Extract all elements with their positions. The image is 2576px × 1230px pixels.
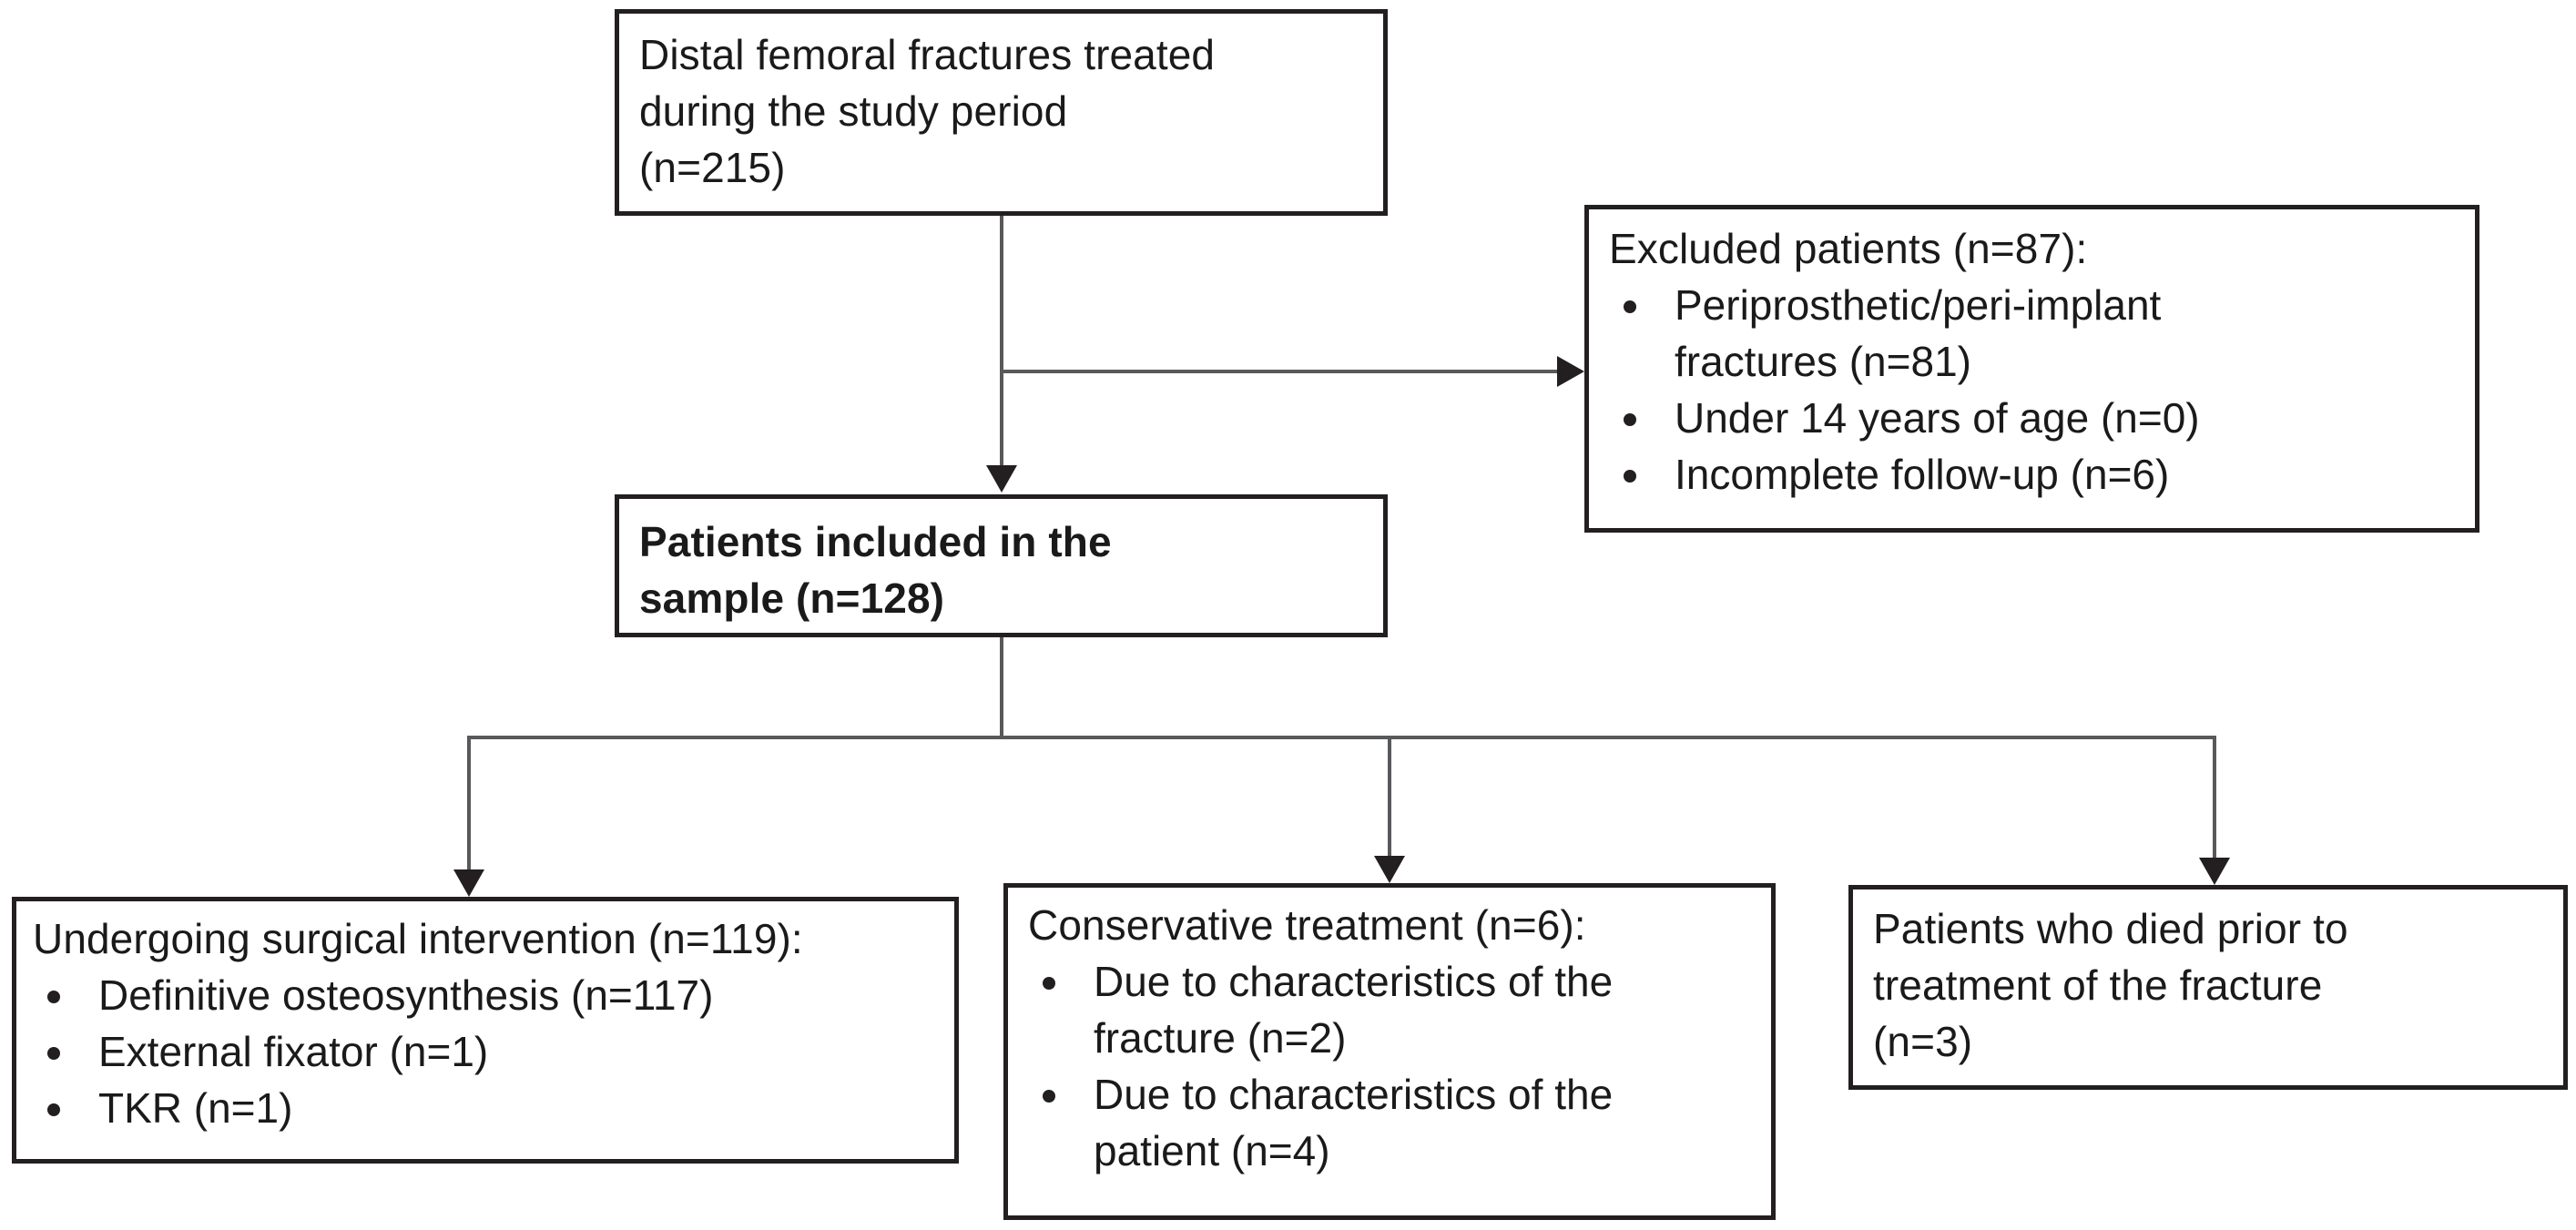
- conservative-bullet-2: Due to characteristics of the patient (n…: [1094, 1071, 1614, 1174]
- surgical-bullet-3: TKR (n=1): [98, 1084, 293, 1132]
- screened-line-3: (n=215): [639, 144, 786, 191]
- connector-bus-to-died: [2213, 736, 2216, 858]
- bullet-icon: [1043, 1090, 1055, 1103]
- surgical-bullet-2: External fixator (n=1): [98, 1028, 489, 1075]
- connector-included-to-bus: [1000, 637, 1003, 739]
- connector-screened-to-included: [1000, 216, 1003, 465]
- included-line-1: Patients included in the: [639, 518, 1112, 565]
- connector-branch-bus: [467, 736, 2216, 739]
- arrowhead-into-conservative: [1374, 856, 1405, 883]
- excluded-bullet-list: Periprosthetic/peri-implant fractures (n…: [1609, 277, 2457, 503]
- excluded-header: Excluded patients (n=87):: [1609, 225, 2088, 272]
- arrowhead-into-surgical: [453, 869, 484, 897]
- conservative-bullet-1: Due to characteristics of the fracture (…: [1094, 958, 1614, 1062]
- list-item: Due to characteristics of the fracture (…: [1028, 953, 1753, 1066]
- arrowhead-into-excluded: [1557, 356, 1584, 387]
- bullet-icon: [1624, 300, 1636, 313]
- node-included-sample: Patients included in the sample (n=128): [615, 494, 1388, 637]
- node-excluded-patients: Excluded patients (n=87): Periprosthetic…: [1584, 205, 2479, 533]
- bullet-icon: [1043, 977, 1055, 990]
- list-item: TKR (n=1): [33, 1080, 936, 1136]
- arrowhead-into-died: [2199, 858, 2230, 885]
- bullet-icon: [47, 991, 60, 1003]
- node-conservative-treatment: Conservative treatment (n=6): Due to cha…: [1003, 883, 1776, 1220]
- died-line-2: treatment of the fracture: [1873, 961, 2323, 1009]
- conservative-bullet-list: Due to characteristics of the fracture (…: [1028, 953, 1753, 1179]
- excluded-bullet-2: Under 14 years of age (n=0): [1675, 394, 2200, 442]
- list-item: Due to characteristics of the patient (n…: [1028, 1066, 1753, 1179]
- list-item: Under 14 years of age (n=0): [1609, 390, 2457, 446]
- connector-bus-to-conservative: [1388, 736, 1391, 856]
- surgical-bullet-1: Definitive osteosynthesis (n=117): [98, 971, 714, 1019]
- died-line-3: (n=3): [1873, 1018, 1973, 1065]
- node-surgical-intervention: Undergoing surgical intervention (n=119)…: [12, 897, 959, 1164]
- list-item: Definitive osteosynthesis (n=117): [33, 967, 936, 1023]
- bullet-icon: [1624, 470, 1636, 483]
- excluded-bullet-1: Periprosthetic/peri-implant fractures (n…: [1675, 281, 2162, 385]
- conservative-header: Conservative treatment (n=6):: [1028, 901, 1586, 949]
- connector-to-excluded: [1000, 370, 1557, 373]
- bullet-icon: [47, 1103, 60, 1116]
- arrowhead-into-included: [986, 465, 1017, 493]
- screened-line-2: during the study period: [639, 87, 1068, 135]
- list-item: Periprosthetic/peri-implant fractures (n…: [1609, 277, 2457, 390]
- died-line-1: Patients who died prior to: [1873, 905, 2348, 952]
- list-item: Incomplete follow-up (n=6): [1609, 446, 2457, 503]
- included-line-2: sample (n=128): [639, 574, 945, 622]
- node-died-prior-to-treatment: Patients who died prior to treatment of …: [1848, 885, 2568, 1090]
- bullet-icon: [47, 1047, 60, 1060]
- list-item: External fixator (n=1): [33, 1023, 936, 1080]
- bullet-icon: [1624, 413, 1636, 426]
- screened-line-1: Distal femoral fractures treated: [639, 31, 1216, 78]
- node-screened-patients: Distal femoral fractures treated during …: [615, 9, 1388, 216]
- excluded-bullet-3: Incomplete follow-up (n=6): [1675, 451, 2170, 498]
- surgical-header: Undergoing surgical intervention (n=119)…: [33, 915, 803, 962]
- surgical-bullet-list: Definitive osteosynthesis (n=117) Extern…: [33, 967, 936, 1136]
- connector-bus-to-surgical: [467, 736, 471, 869]
